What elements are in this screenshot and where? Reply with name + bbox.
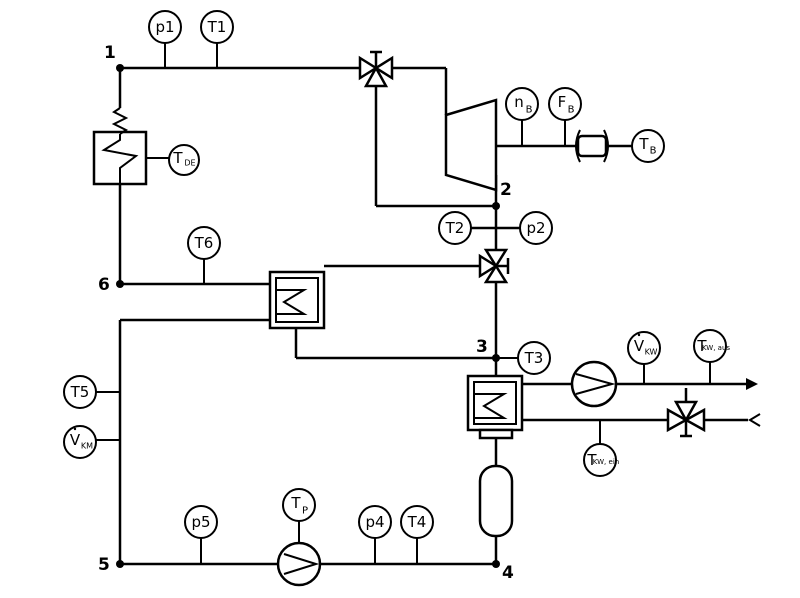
sensor-T6-label: T6 (194, 234, 214, 252)
sensor-T3: T3 (496, 341, 551, 375)
sensor-T5: T5 (63, 375, 120, 409)
sensor-VKM-label: V (70, 431, 81, 449)
sensor-TP: T P (282, 488, 316, 543)
sensor-TKW-ein-sub: KW, ein (593, 458, 619, 466)
expansion-valve (478, 248, 510, 284)
sensor-TDE-label: T (172, 149, 183, 167)
turbine (444, 98, 498, 192)
sensor-nB-sub: B (526, 105, 533, 116)
sensor-TDE-sub: DE (184, 159, 195, 168)
sensor-T2-label: T2 (445, 219, 465, 237)
sensor-T1-label: T1 (207, 18, 227, 36)
sensor-T4-label: T4 (407, 513, 427, 531)
sensor-TDE: T DE (146, 144, 200, 176)
node-label-5: 5 (98, 555, 110, 575)
node-dots (116, 64, 500, 568)
sensor-VKM-sub: KM (81, 442, 93, 451)
cooling-water-valve (666, 388, 706, 438)
node-label-2: 2 (500, 180, 512, 200)
sensor-TKW-ein: T KW, ein (583, 420, 619, 477)
recuperator (268, 270, 326, 330)
sensor-TP-sub: P (302, 506, 308, 517)
sensor-T4: T4 (400, 505, 434, 564)
condenser (466, 374, 524, 440)
sensor-p5-label: p5 (191, 513, 210, 531)
sensor-nB: n B (505, 87, 539, 146)
sensor-VKW-label: V (634, 337, 645, 355)
sensor-VKM: V KM (63, 425, 120, 459)
cooling-water-pump (570, 360, 618, 408)
node-label-6: 6 (98, 275, 110, 295)
bypass-valve (358, 50, 394, 88)
sensor-T2: T2 (438, 211, 472, 245)
cooling-water-outlet-arrow (746, 378, 758, 390)
sensor-FB-label: F (558, 93, 567, 111)
sensor-T1: T1 (200, 10, 234, 68)
sensor-TB: T B (631, 129, 665, 163)
sensor-FB-sub: B (568, 105, 575, 116)
sensor-p1: p1 (148, 10, 182, 68)
sensor-p4: p4 (358, 505, 392, 564)
sensor-TKW-aus-label: T (696, 337, 707, 355)
sensor-p1-label: p1 (155, 18, 174, 36)
sensor-TB-sub: B (650, 146, 657, 157)
sensor-FB: F B (548, 87, 582, 146)
sensor-TKW-aus-sub: KW, aus (702, 344, 730, 352)
receiver-tank (478, 464, 514, 538)
feed-pump (276, 541, 322, 587)
sensor-T5-label: T5 (70, 383, 90, 401)
sensor-VKW: V KW (627, 331, 661, 384)
sensor-TP-label: T (290, 494, 301, 512)
sensor-T6: T6 (187, 226, 221, 284)
sensor-p4-label: p4 (365, 513, 384, 531)
cooling-water-inlet-arrow (748, 413, 761, 427)
sensor-TKW-aus: T KW, aus (693, 329, 730, 384)
sensor-T3-label: T3 (524, 349, 544, 367)
sensor-VKW-sub: KW (645, 348, 658, 357)
sensor-TKW-ein-label: T (586, 451, 597, 469)
sensor-p2: p2 (519, 211, 553, 245)
node-label-1: 1 (104, 43, 116, 63)
node-label-3: 3 (476, 337, 488, 357)
sensor-p5: p5 (184, 505, 218, 564)
node-label-4: 4 (502, 563, 514, 583)
sensor-nB-label: n (514, 93, 524, 111)
sensor-p2-label: p2 (526, 219, 545, 237)
sensor-TB-label: T (638, 135, 649, 153)
evaporator (92, 107, 148, 186)
brake (575, 129, 609, 163)
